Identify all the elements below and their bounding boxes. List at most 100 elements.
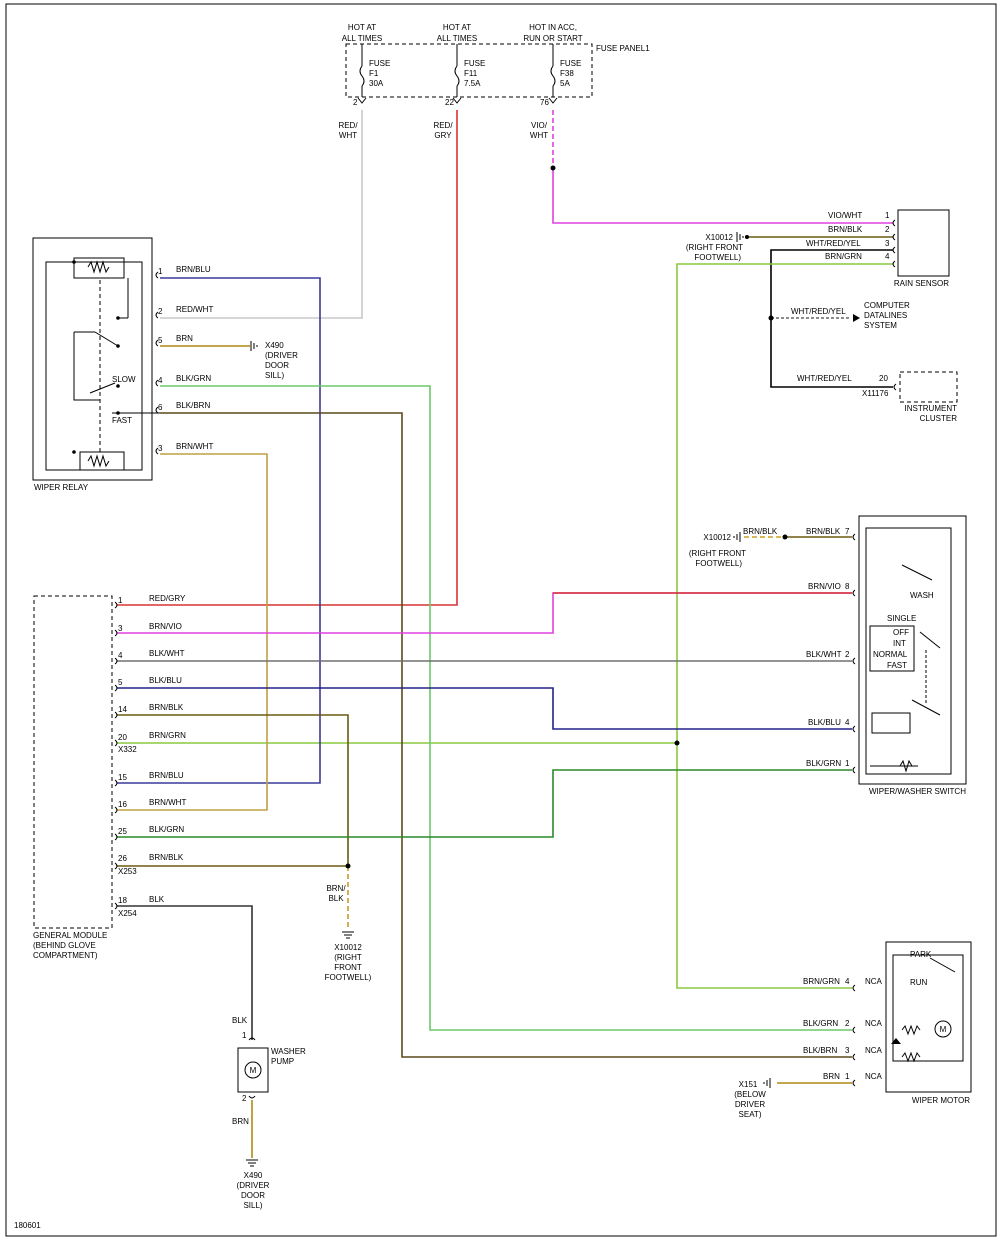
source-label-3: HOT IN ACC, bbox=[529, 23, 577, 32]
switch-pin-8: 8 bbox=[845, 582, 850, 591]
cluster-connector: X11176 bbox=[862, 389, 889, 398]
switch-pos-int: INT bbox=[893, 639, 906, 648]
wiper-motor-title: WIPER MOTOR bbox=[912, 1096, 970, 1105]
relay-wire-6: BLK/BRN bbox=[176, 401, 210, 410]
fuse-panel-box bbox=[345, 43, 593, 98]
relay-pin-2: 2 bbox=[158, 307, 163, 316]
fuse-f11-l2: F11 bbox=[464, 69, 478, 78]
switch-int-blade bbox=[919, 631, 941, 649]
splice-dot-vio-wht bbox=[550, 165, 556, 171]
washer-pump-box bbox=[237, 1047, 269, 1093]
datalines-wire: WHT/RED/YEL bbox=[791, 307, 846, 316]
module-pin-15: 15 bbox=[118, 773, 127, 782]
instrument-cluster-box bbox=[899, 371, 958, 403]
fuse-f38-l3: 5A bbox=[560, 79, 570, 88]
wire-brn-grn-main bbox=[676, 263, 893, 989]
relay-switch-2-blade bbox=[89, 382, 116, 394]
fuse-f1-pin: 2 bbox=[353, 98, 358, 107]
wire-blk-grn-relay bbox=[160, 385, 852, 1031]
switch-splice-l3: FOOTWELL) bbox=[695, 559, 742, 568]
wiper-relay: SLOW FAST WIPER RELAY 1 BRN/BLU 2 RED/WH… bbox=[32, 237, 298, 492]
washer-pump-pin-in: 1 bbox=[242, 1031, 247, 1040]
general-module: GENERAL MODULE (BEHIND GLOVE COMPARTMENT… bbox=[33, 594, 372, 982]
relay-slow-label: SLOW bbox=[112, 375, 136, 384]
datalines-l1: COMPUTER bbox=[864, 301, 910, 310]
wiper-motor-label: M bbox=[940, 1025, 947, 1034]
switch-pos-normal: NORMAL bbox=[873, 650, 908, 659]
diagram-id: 180601 bbox=[14, 1221, 41, 1230]
switch-pin-1: 1 bbox=[845, 759, 850, 768]
fuse-f1-l2: F1 bbox=[369, 69, 379, 78]
connector-icon-pump bbox=[248, 1037, 256, 1099]
motor-nca-2: NCA bbox=[865, 1019, 883, 1028]
relay-wire-2: RED/WHT bbox=[176, 305, 213, 314]
switch-splice-wire: BRN/BLK bbox=[743, 527, 778, 536]
module-splice-l3: FRONT bbox=[334, 963, 362, 972]
wire-brn-vio bbox=[117, 592, 852, 634]
switch-pos-frame bbox=[869, 625, 915, 672]
module-pin-16: 16 bbox=[118, 800, 127, 809]
wiper-motor-box bbox=[885, 941, 972, 1093]
wire-label-red-wht-1: RED/ bbox=[338, 121, 358, 130]
motor-ground-l2: (BELOW bbox=[734, 1090, 766, 1099]
splice-dot-brn-grn bbox=[674, 740, 680, 746]
relay-node-5 bbox=[72, 260, 76, 264]
switch-wire-2: BLK/WHT bbox=[806, 650, 842, 659]
module-wire-26: BRN/BLK bbox=[149, 853, 184, 862]
motor-pin-1: 1 bbox=[845, 1072, 850, 1081]
ground-icon-module-splice bbox=[342, 931, 354, 939]
cluster-wire: WHT/RED/YEL bbox=[797, 374, 852, 383]
washer-pump-wire-out: BRN bbox=[232, 1117, 249, 1126]
fuse-symbol-f38 bbox=[550, 65, 556, 87]
relay-coil-top-icon bbox=[87, 260, 110, 274]
wire-blk-pump bbox=[117, 905, 253, 1040]
switch-bottom-blade bbox=[911, 699, 941, 716]
wire-label-vio-wht-1: VIO/ bbox=[531, 121, 548, 130]
rain-pin-4: 4 bbox=[885, 252, 890, 261]
motor-ground-l3: DRIVER bbox=[735, 1100, 765, 1109]
splice-dots bbox=[345, 165, 788, 869]
connector-icons bbox=[114, 219, 897, 1099]
motor-pin-4: 4 bbox=[845, 977, 850, 986]
wires bbox=[117, 110, 893, 1158]
motor-pin-2: 2 bbox=[845, 1019, 850, 1028]
wiper-motor-run: RUN bbox=[910, 978, 928, 987]
module-pin-25: 25 bbox=[118, 827, 127, 836]
rain-pin-1: 1 bbox=[885, 211, 890, 220]
motor-nca-4: NCA bbox=[865, 977, 883, 986]
cluster-l2: CLUSTER bbox=[920, 414, 958, 423]
module-splice-l4: FOOTWELL) bbox=[325, 973, 372, 982]
module-wire-18: BLK bbox=[149, 895, 165, 904]
connector-icon-f11 bbox=[452, 97, 462, 104]
source-label-1: HOT AT bbox=[348, 23, 376, 32]
washer-pump-l1: WASHER bbox=[271, 1047, 306, 1056]
wire-label-red-gry-1: RED/ bbox=[433, 121, 453, 130]
connector-icon-module bbox=[114, 601, 118, 910]
fuse-f1-l1: FUSE bbox=[369, 59, 390, 68]
wiper-motor-icon bbox=[934, 1020, 952, 1038]
switch-wash-blade bbox=[901, 564, 933, 581]
relay-node-2 bbox=[116, 344, 120, 348]
motor-ground-l4: SEAT) bbox=[739, 1110, 762, 1119]
relay-node-1 bbox=[116, 316, 120, 320]
switch-pin-7: 7 bbox=[845, 527, 850, 536]
datalines-l3: SYSTEM bbox=[864, 321, 897, 330]
module-pin-1: 1 bbox=[118, 596, 123, 605]
fuse-f11-l1: FUSE bbox=[464, 59, 485, 68]
module-wire-4: BLK/WHT bbox=[149, 649, 185, 658]
fuse-f38-l2: F38 bbox=[560, 69, 574, 78]
diagram-frame bbox=[5, 3, 997, 1237]
relay-pin-1: 1 bbox=[158, 267, 163, 276]
wiper-relay-box bbox=[32, 237, 153, 481]
washer-pump-motor-label: M bbox=[250, 1066, 257, 1075]
general-module-box bbox=[33, 595, 113, 929]
switch-splice-l1: X10012 bbox=[703, 533, 731, 542]
relay-ground-l4: SILL) bbox=[265, 371, 284, 380]
fuse-f11-pin: 22 bbox=[445, 98, 454, 107]
relay-coil-bottom-icon bbox=[87, 454, 110, 468]
module-pin-4: 4 bbox=[118, 651, 123, 660]
rain-pin-3: 3 bbox=[885, 239, 890, 248]
switch-box bbox=[858, 515, 967, 785]
relay-node-6 bbox=[72, 450, 76, 454]
switch-wire-7: BRN/BLK bbox=[806, 527, 841, 536]
